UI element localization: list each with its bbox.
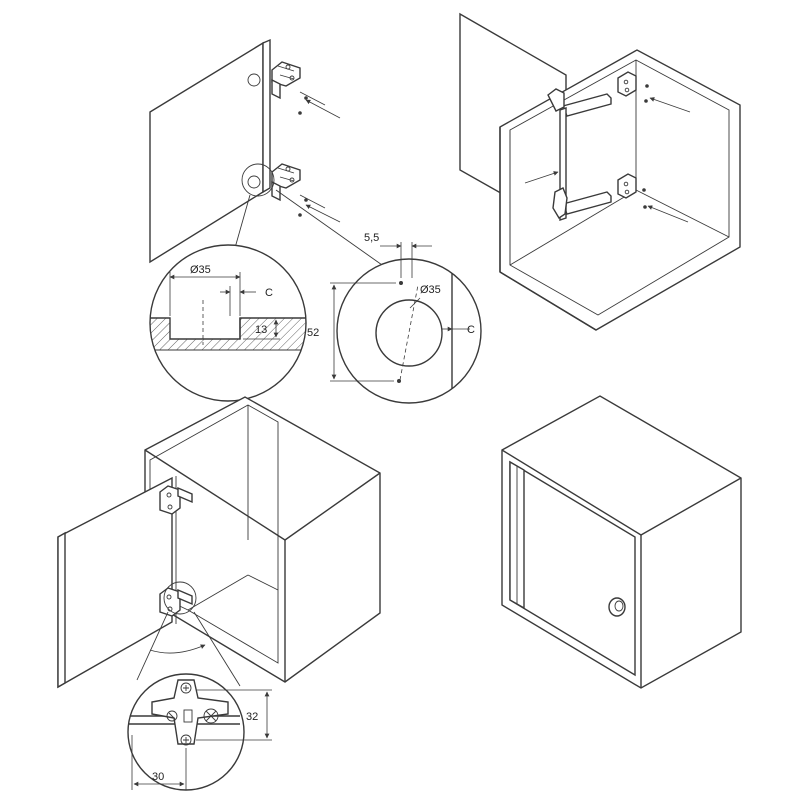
label-drill-diameter-detail: Ø35 — [420, 284, 441, 296]
label-plate-height: 32 — [246, 711, 258, 723]
label-screw-spacing: 52 — [307, 327, 319, 339]
label-screw-offset: 5,5 — [364, 232, 379, 244]
step1-screw-arrows — [298, 91, 341, 223]
section-detail-magnifier — [149, 244, 307, 402]
step3-cabinet-body — [144, 396, 381, 683]
label-edge-distance-detail: C — [467, 324, 475, 336]
step3-hinge-top — [159, 485, 193, 515]
step1-hinge-bottom — [271, 163, 301, 202]
step1-door-panel — [149, 38, 271, 264]
step2-mounting-plate-top — [617, 71, 637, 97]
drilling-detail-magnifier — [336, 258, 482, 404]
step4-door — [509, 460, 636, 677]
step3-open-door — [57, 476, 177, 689]
step3-detail-leaders — [136, 611, 241, 687]
section-dimensions: Ø35 C 13 — [169, 264, 280, 340]
drilling-dimensions: 5,5 52 Ø35 C — [307, 232, 475, 382]
label-cup-depth: 13 — [255, 324, 267, 336]
step4-door-knob — [608, 597, 626, 617]
step2-mounting-plate-bottom — [617, 173, 637, 199]
label-plate-distance: 30 — [152, 771, 164, 783]
step2-hinge-arms — [547, 88, 612, 221]
plate-detail-magnifier — [127, 673, 245, 791]
step1-hinge-top — [271, 61, 301, 100]
plate-dimensions: 32 30 — [131, 689, 272, 790]
step2-assembly-arrows — [524, 84, 691, 223]
label-edge-distance-section: C — [265, 287, 273, 299]
step3-hinge-bottom — [159, 581, 197, 617]
label-drill-diameter-section: Ø35 — [190, 264, 211, 276]
